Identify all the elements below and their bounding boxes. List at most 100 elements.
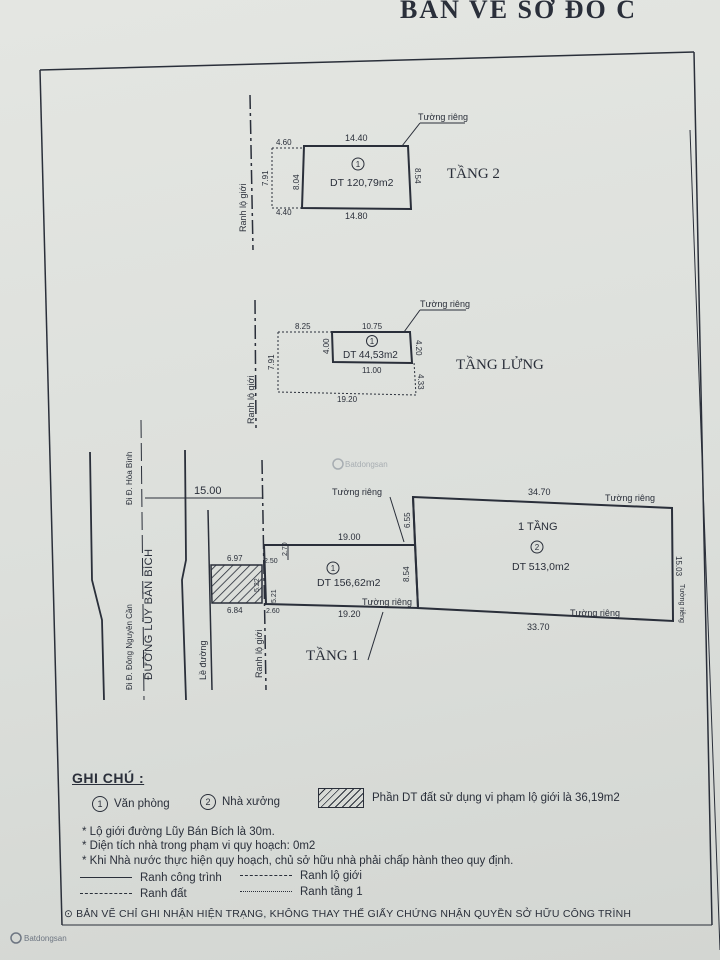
floor2-left-depth: 7.91	[261, 170, 270, 186]
mezzanine-marker-number: 1	[370, 337, 375, 346]
floor2-wall-leader	[401, 122, 421, 147]
building2-left-upper-dim: 6.55	[403, 512, 412, 528]
legend-line-building-label: Ranh công trình	[140, 872, 222, 884]
step-bottom-dim: 2.60	[266, 608, 280, 615]
building1-bottom-dim: 19.20	[338, 609, 361, 619]
ground-plan: Đi Đ. Đông Nguyên Cần ĐƯỜNG LŨY BÁN BÍCH…	[89, 419, 685, 701]
floor2-building	[300, 145, 413, 211]
ground-wall-label-2: Tường riêng	[362, 597, 412, 607]
building1-left-bottom-dim: 5.21	[271, 589, 278, 603]
notes-heading: GHI CHÚ :	[72, 770, 145, 786]
watermark-logo-icon	[10, 932, 22, 944]
floor2-bottom-width: 14.80	[345, 211, 368, 221]
mezzanine-title: TẦNG LỬNG	[456, 356, 544, 373]
ground-wall-label-3: Tường riêng	[605, 493, 655, 503]
hatch-bottom-dim: 6.84	[227, 606, 243, 615]
legend-line-road-swatch	[240, 875, 292, 877]
legend-encroachment: Phần DT đất sử dụng vi phạm lộ giới là 3…	[318, 788, 620, 808]
building1-right-dim: 8.54	[402, 566, 411, 582]
building2-top-dim: 34.70	[528, 487, 551, 497]
legend-office-marker: 1	[92, 796, 108, 812]
building2-area: DT 513,0m2	[512, 561, 570, 573]
mezzanine-road-label: Ranh lộ giới	[246, 376, 256, 424]
road-width: 15.00	[194, 485, 222, 497]
mezzanine-top-setback: 8.25	[295, 322, 311, 331]
building2-right-wall-label: Tường riêng	[678, 584, 685, 623]
building2-bottom-dim: 33.70	[527, 622, 550, 632]
mezzanine-right-depth-top: 4.20	[414, 340, 423, 356]
frame-top	[39, 51, 695, 71]
encroachment-hatch	[210, 564, 263, 604]
building2	[411, 495, 675, 623]
building1-marker	[326, 561, 340, 575]
mezzanine-building	[330, 331, 414, 365]
hatch-side-dim: 5.22	[254, 578, 261, 592]
mezzanine-bottom-width: 19.20	[337, 395, 358, 404]
mezzanine-wall-label: Tường riêng	[420, 299, 470, 309]
mezzanine-bottom-inner-width: 11.00	[362, 366, 382, 375]
floor2-road-line	[249, 94, 254, 251]
hatch-top-dim: 6.97	[227, 554, 243, 563]
legend-line-floor1-label: Ranh tầng 1	[300, 886, 363, 898]
legend-line-land-label: Ranh đất	[140, 888, 187, 900]
building1-marker-number: 1	[331, 564, 336, 573]
watermark-text: Batdongsan	[345, 460, 388, 469]
building1-area: DT 156,62m2	[317, 577, 381, 589]
floor2-marker	[351, 157, 365, 171]
building2-divider	[412, 496, 416, 546]
mezzanine-area: DT 44,53m2	[343, 350, 398, 361]
legend-office: 1 Văn phòng	[92, 796, 170, 812]
mezzanine-right-depth-bottom: 4.33	[416, 374, 425, 390]
legend-office-label: Văn phòng	[114, 798, 170, 810]
floor2-title: TẦNG 2	[447, 165, 500, 182]
floor2-wall-label: Tường riêng	[418, 112, 468, 122]
step-top-dim: 2.50	[264, 558, 278, 565]
building2-title: 1 TẦNG	[518, 520, 558, 533]
building2-marker	[530, 540, 544, 554]
mezzanine-ground-outline	[277, 331, 417, 396]
road-centerline	[140, 419, 145, 701]
note-bullet-1: * Lộ giới đường Lũy Bán Bích là 30m.	[82, 826, 275, 838]
legend-line-land: Ranh đất	[80, 888, 187, 900]
note-bullet-3: * Khi Nhà nước thực hiện quy hoạch, chủ …	[82, 855, 514, 867]
page-edge	[689, 129, 720, 951]
legend-factory-label: Nhà xưởng	[222, 796, 281, 808]
road-direction-south: Đi Đ. Đông Nguyên Cần	[125, 604, 134, 690]
ground-road-label: Ranh lộ giới	[254, 630, 264, 678]
document-title: BẢN VẼ SƠ ĐỒ C	[400, 0, 637, 24]
legend-line-building: Ranh công trình	[80, 872, 222, 884]
corner-watermark-text: Batdongsan	[24, 934, 67, 943]
ground-wall-label-1: Tường riêng	[332, 487, 382, 497]
mezzanine-inner-left-depth: 4.00	[322, 338, 331, 354]
floor2-road-label: Ranh lộ giới	[238, 184, 248, 232]
building1-left-top-dim: 2.70	[282, 542, 289, 556]
legend-line-floor1-swatch	[240, 891, 292, 893]
floor2-marker-number: 1	[356, 160, 361, 169]
floor2-left-bottom-setback: 4.40	[276, 208, 292, 217]
ground-wall-label-4: Tường riêng	[570, 608, 620, 618]
ground-road-line	[261, 459, 267, 691]
ground-wall-leader-1	[389, 496, 405, 543]
mezzanine-top-width: 10.75	[362, 322, 383, 331]
legend-line-floor1: Ranh tầng 1	[240, 886, 363, 898]
floor2-area: DT 120,79m2	[330, 177, 394, 189]
road-edge-east	[181, 449, 187, 701]
floor2-setback-outline	[271, 147, 304, 209]
legend-hatch-swatch	[318, 788, 364, 808]
note-bullet-2: * Diện tích nhà trong phạm vi quy hoạch:…	[82, 840, 316, 852]
legend-line-road-label: Ranh lộ giới	[300, 870, 362, 882]
floor2-left-inner-depth: 8.04	[292, 174, 301, 190]
building2-marker-number: 2	[535, 543, 540, 552]
mezzanine-left-depth: 7.91	[267, 354, 276, 370]
floor2-plan: Ranh lộ giới 1 DT 120,79m2 14.40 14.80 4…	[238, 94, 500, 251]
floor2-left-top-setback: 4.60	[276, 138, 292, 147]
road-direction-north: Đi Đ. Hòa Bình	[125, 452, 134, 505]
mezzanine-wall-leader	[403, 309, 421, 333]
sidewalk-label: Lề đường	[198, 641, 208, 680]
legend-factory: 2 Nhà xưởng	[200, 794, 280, 810]
ground-title: TẦNG 1	[306, 647, 359, 664]
legend-factory-marker: 2	[200, 794, 216, 810]
legend-line-building-swatch	[80, 877, 132, 879]
floor2-right-depth: 8.54	[413, 168, 422, 184]
